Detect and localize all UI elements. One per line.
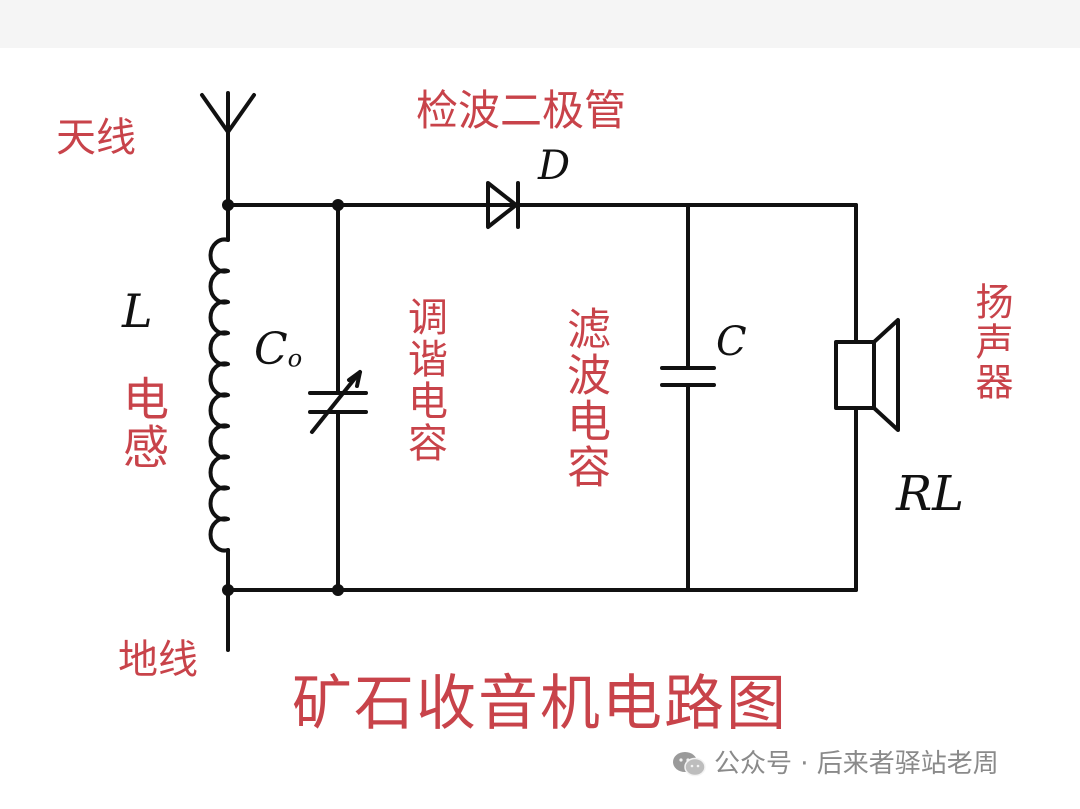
wechat-icon [673, 752, 706, 777]
junction-dot [332, 199, 344, 211]
antenna-label: 天线 [56, 115, 136, 161]
speaker-symbol [834, 203, 900, 592]
diode-label: 检波二极管 [416, 86, 627, 135]
top-strip [0, 0, 1080, 48]
footer-text: 公众号 · 后来者驿站老周 [714, 749, 999, 779]
speaker-label: 扬声器 [969, 282, 1013, 402]
inductor-symbol-text: L [122, 284, 153, 338]
diagram-title: 矿石收音机电路图 [292, 669, 788, 739]
junction-dot [222, 199, 234, 211]
tuning-cap-label: 调谐电容 [401, 296, 447, 464]
inductor-label: 电感 [116, 375, 170, 471]
speaker-symbol-text: RL [896, 466, 965, 522]
antenna-symbol [200, 91, 256, 207]
filter-capacitor [660, 203, 716, 592]
inductor-coil [208, 203, 230, 592]
filter-cap-symbol-text: C [716, 319, 747, 365]
junction-dot [332, 584, 344, 596]
footer-watermark: 公众号 · 后来者驿站老周 [672, 750, 999, 778]
tuning-cap-symbol-text: Co [254, 324, 303, 375]
diode-symbol-text: D [538, 143, 571, 189]
junction-dot [222, 584, 234, 596]
ground-label: 地线 [118, 637, 198, 683]
filter-cap-label: 滤波电容 [559, 306, 610, 490]
tuning-capacitor [308, 203, 368, 592]
diode-symbol [482, 181, 520, 229]
